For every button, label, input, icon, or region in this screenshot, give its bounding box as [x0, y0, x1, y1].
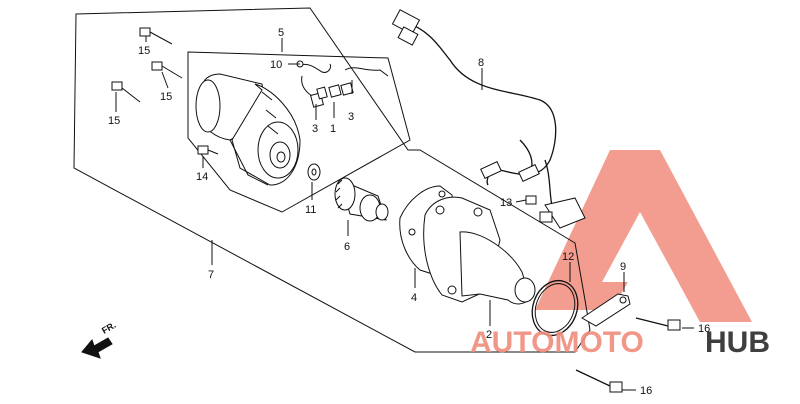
callout-12: 12	[562, 251, 574, 263]
watermark-logo	[535, 150, 752, 322]
brush-set	[296, 60, 389, 108]
callout-10: 10	[270, 59, 282, 71]
bolt-15-c	[111, 81, 141, 103]
callout-15a: 15	[138, 45, 150, 57]
callout-8: 8	[478, 57, 484, 69]
callout-3b: 3	[348, 111, 354, 123]
bracket	[581, 293, 631, 327]
callout-3a: 3	[312, 123, 318, 135]
callout-4: 4	[411, 292, 417, 304]
starter-motor	[195, 73, 301, 186]
callout-13: 13	[500, 197, 512, 209]
bolt-13	[525, 195, 537, 205]
callout-15b: 15	[160, 91, 172, 103]
bolt-16-b	[575, 369, 623, 393]
callout-1: 1	[330, 123, 336, 135]
callout-labels: 1 2 3 3 4 5 6 7 8 9 10 11 12 13 14 15 15…	[108, 27, 710, 397]
bolt-15-b	[151, 61, 183, 79]
callout-16a: 16	[698, 323, 710, 335]
watermark-text-primary: AUTOMOTO	[470, 326, 644, 359]
starter-drive	[334, 177, 389, 222]
watermark-triangle-shape	[535, 150, 752, 322]
front-arrow-icon	[81, 337, 113, 359]
callout-15c: 15	[108, 115, 120, 127]
leader-lines	[115, 36, 694, 391]
washer	[307, 163, 321, 181]
watermark-triangle-inner	[548, 178, 632, 300]
watermark-text-secondary: HUB	[705, 326, 770, 359]
callout-9: 9	[620, 261, 626, 273]
callout-5: 5	[278, 27, 284, 39]
bolt-15-a	[139, 27, 173, 45]
callout-11: 11	[305, 204, 316, 216]
o-ring	[531, 279, 579, 337]
starter-cover	[423, 196, 536, 305]
subassembly-outline	[187, 51, 411, 213]
front-direction-indicator: FR.	[81, 320, 118, 359]
bolt-14	[197, 145, 219, 155]
watermark-text: AUTOMOTO HUB	[470, 326, 770, 359]
callout-2: 2	[486, 329, 492, 341]
bolt-16-a	[635, 317, 681, 331]
wiring-harness	[391, 9, 586, 229]
assembly-outline	[73, 7, 591, 353]
callout-6: 6	[344, 241, 350, 253]
front-label: FR.	[100, 320, 118, 336]
callout-16b: 16	[640, 385, 652, 397]
callout-14: 14	[196, 171, 208, 183]
callout-7: 7	[208, 269, 214, 281]
